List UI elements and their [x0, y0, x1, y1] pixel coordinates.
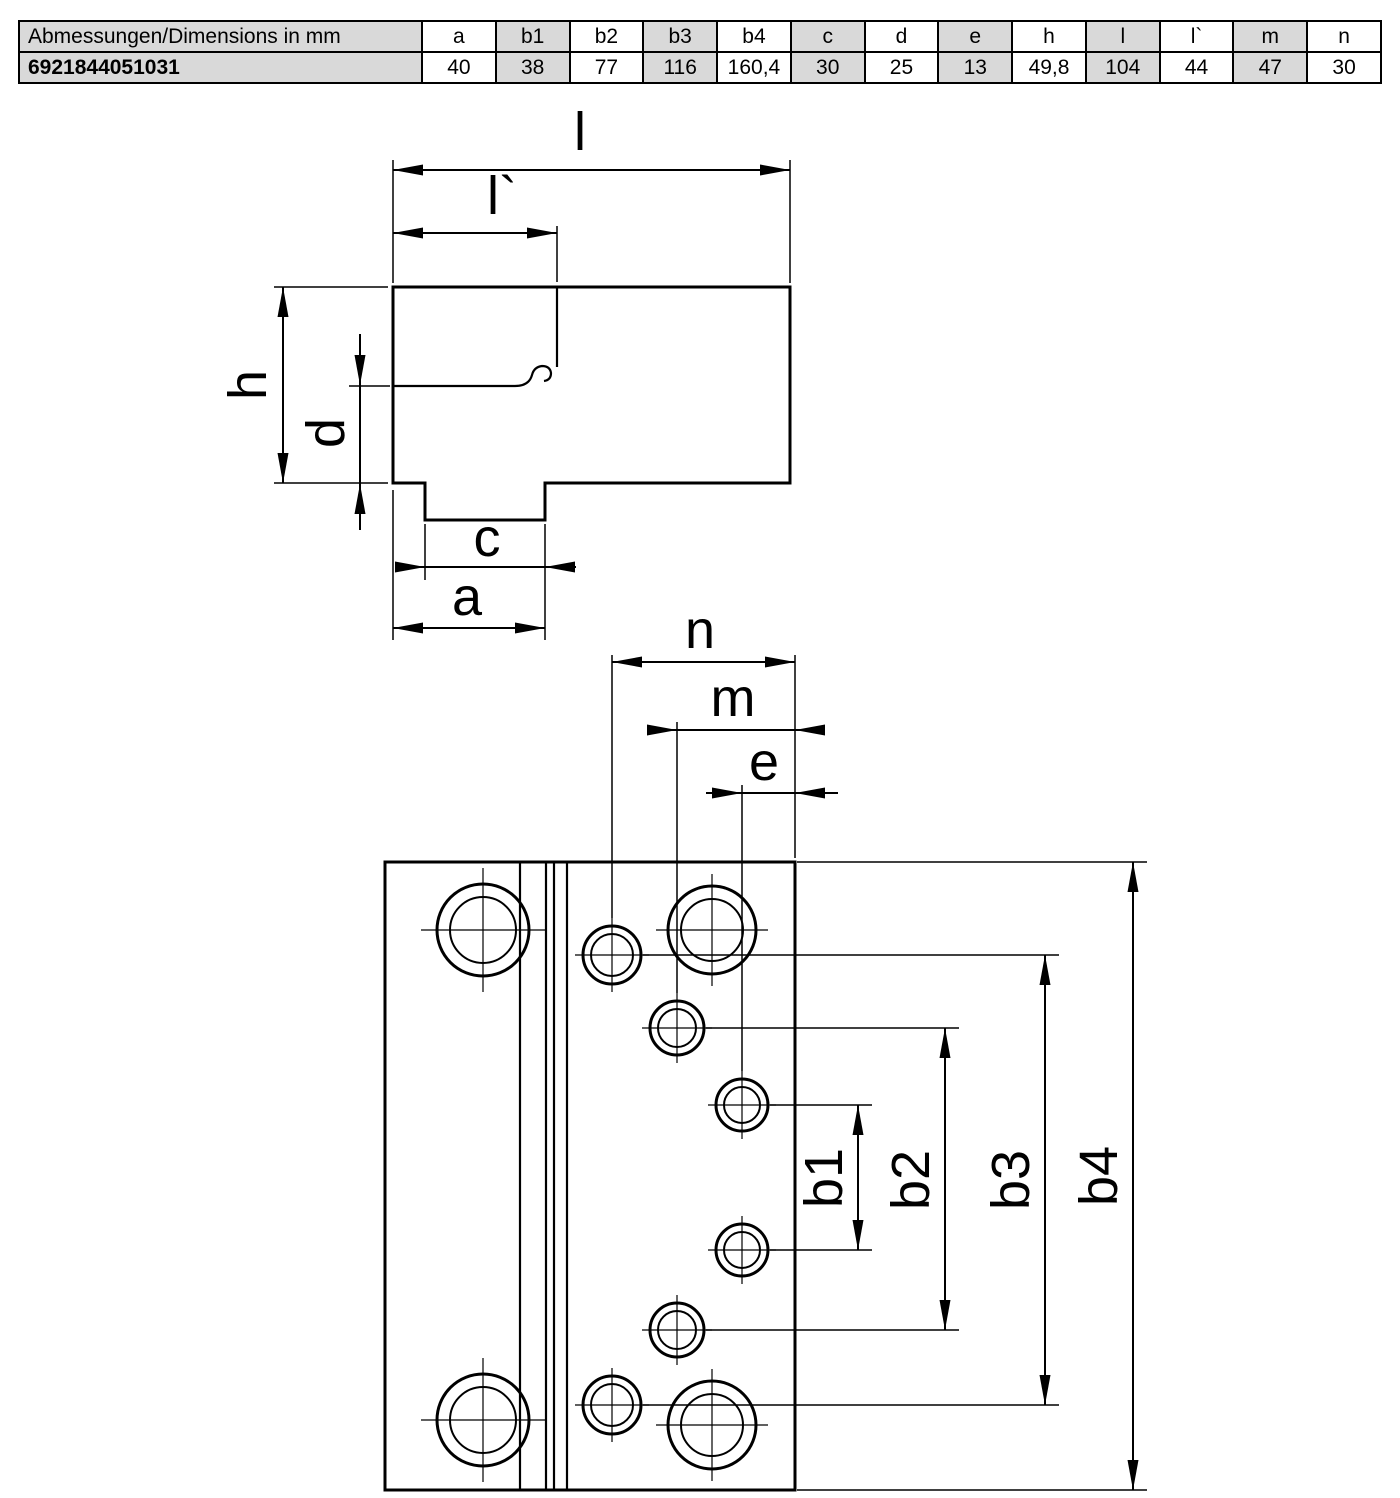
table-value-cell-6: 25 — [863, 51, 940, 84]
dim-label-l: l — [574, 102, 586, 162]
hole-col2-bottom — [642, 1295, 712, 1365]
hole-bottom-large — [656, 1369, 768, 1481]
dim-m: m — [647, 668, 825, 993]
table-value-cell-11: 47 — [1232, 51, 1309, 84]
dim-label-b1: b1 — [794, 1148, 854, 1208]
table-value-cell-9: 104 — [1084, 51, 1161, 84]
dim-e: e — [706, 732, 838, 1071]
dim-label-m: m — [711, 668, 756, 728]
table-header-cell-3: b3 — [642, 20, 719, 53]
dim-h: h — [218, 286, 388, 484]
table-value-cell-8: 49,8 — [1011, 51, 1087, 84]
table-value-cell-1: 38 — [494, 51, 571, 84]
dim-label-a: a — [452, 567, 483, 627]
table-value-cell-12: 30 — [1306, 51, 1382, 84]
table-value-cell-3: 116 — [642, 51, 719, 84]
dim-d: d — [296, 334, 390, 530]
hole-bottom-left — [421, 1358, 545, 1482]
dim-label-b4: b4 — [1069, 1146, 1129, 1206]
part-number-cell: 6921844051031 — [18, 51, 423, 84]
table-header-cell-9: l — [1084, 20, 1161, 53]
table-header-cell-1: b1 — [494, 20, 571, 53]
dim-b3: b3 — [643, 954, 1059, 1406]
table-value-cell-5: 30 — [789, 51, 866, 84]
dim-c: c — [395, 508, 576, 640]
hole-top-left — [421, 868, 545, 992]
dim-b2: b2 — [706, 1027, 959, 1331]
hole-col1-bottom — [575, 1368, 649, 1442]
hole-col1-top — [575, 918, 649, 992]
front-view: n m e b1 — [383, 600, 1147, 1492]
table-value-cell-0: 40 — [421, 51, 497, 84]
table-value-cell-10: 44 — [1158, 51, 1235, 84]
table-header-cell-11: m — [1232, 20, 1309, 53]
table-header-cell-0: a — [421, 20, 497, 53]
dim-l-prime: l` — [393, 166, 558, 282]
dim-label-d: d — [296, 418, 356, 448]
table-header-cell-10: l` — [1158, 20, 1235, 53]
table-header-cell-4: b4 — [716, 20, 792, 53]
side-view-part — [391, 285, 792, 522]
dim-label-n: n — [685, 600, 715, 660]
table-header-cell-2: b2 — [568, 20, 645, 53]
dim-label-e: e — [749, 732, 779, 792]
dim-a: a — [392, 490, 546, 640]
dim-l: l — [392, 102, 791, 283]
hole-col3-bottom — [708, 1216, 776, 1284]
dim-label-h: h — [218, 370, 278, 400]
front-view-part — [383, 860, 797, 1492]
hole-col2-top — [642, 993, 712, 1063]
dim-label-c: c — [474, 508, 501, 568]
table-header-cell-5: c — [789, 20, 866, 53]
table-header-cell-12: n — [1306, 20, 1382, 53]
table-header-cell-7: e — [937, 20, 1014, 53]
table-header-cell-8: h — [1011, 20, 1087, 53]
dim-b4: b4 — [797, 861, 1147, 1491]
table-value-cell-7: 13 — [937, 51, 1014, 84]
dim-n: n — [611, 600, 796, 918]
table-value-cell-4: 160,4 — [716, 51, 792, 84]
side-view: l l` h d — [218, 102, 792, 640]
hole-col3-top — [708, 1071, 776, 1139]
dim-b1: b1 — [770, 1104, 872, 1251]
table-header-cell-6: d — [863, 20, 940, 53]
dim-label-b3: b3 — [981, 1150, 1041, 1210]
dim-label-b2: b2 — [881, 1150, 941, 1210]
table-value-cell-2: 77 — [568, 51, 645, 84]
dim-label-l-prime: l` — [487, 166, 517, 226]
table-header-dimension-label: Abmessungen/Dimensions in mm — [18, 20, 423, 53]
hole-top-large — [656, 874, 768, 986]
